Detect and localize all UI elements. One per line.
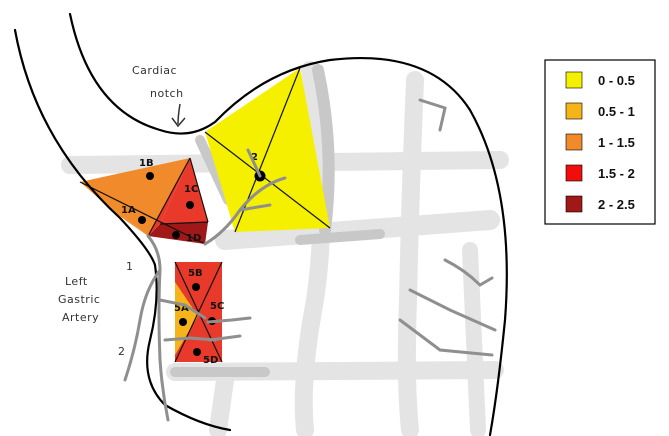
legend-label: 0.5 - 1 (598, 104, 635, 119)
cardiac-notch-arrow (172, 104, 185, 126)
legend-label: 0 - 0.5 (598, 73, 635, 88)
legend-label: 1.5 - 2 (598, 166, 635, 181)
legend-swatch (566, 72, 582, 88)
region-5b-label: 5B (188, 268, 203, 279)
left-gastric-label-line3: Artery (62, 311, 99, 324)
legend-label: 1 - 1.5 (598, 135, 635, 150)
legend-swatch (566, 134, 582, 150)
legend-item: 1 - 1.5 (566, 134, 635, 150)
legend-swatch (566, 165, 582, 181)
marker-1: 1 (126, 260, 134, 273)
legend-swatch (566, 196, 582, 212)
legend: 0 - 0.5 0.5 - 1 1 - 1.5 1.5 - 2 2 - 2.5 (545, 60, 655, 224)
region-1c-label: 1C (184, 184, 198, 195)
legend-swatch (566, 103, 582, 119)
left-gastric-label-line2: Gastric (58, 293, 100, 306)
left-gastric-label-line1: Left (65, 275, 88, 288)
legend-label: 2 - 2.5 (598, 197, 635, 212)
region-1a-label: 1A (121, 205, 136, 216)
marker-2: 2 (118, 345, 126, 358)
legend-item: 1.5 - 2 (566, 165, 635, 181)
legend-item: 0 - 0.5 (566, 72, 635, 88)
region-1b-label: 1B (139, 158, 154, 169)
cardiac-notch-label-line2: notch (150, 87, 184, 100)
region-1d-label: 1D (186, 233, 201, 244)
region-5d-label: 5D (203, 355, 218, 366)
legend-item: 2 - 2.5 (566, 196, 635, 212)
cardiac-notch-label-line1: Cardiac (132, 64, 177, 77)
region-5c-label: 5C (210, 301, 224, 312)
legend-item: 0.5 - 1 (566, 103, 635, 119)
